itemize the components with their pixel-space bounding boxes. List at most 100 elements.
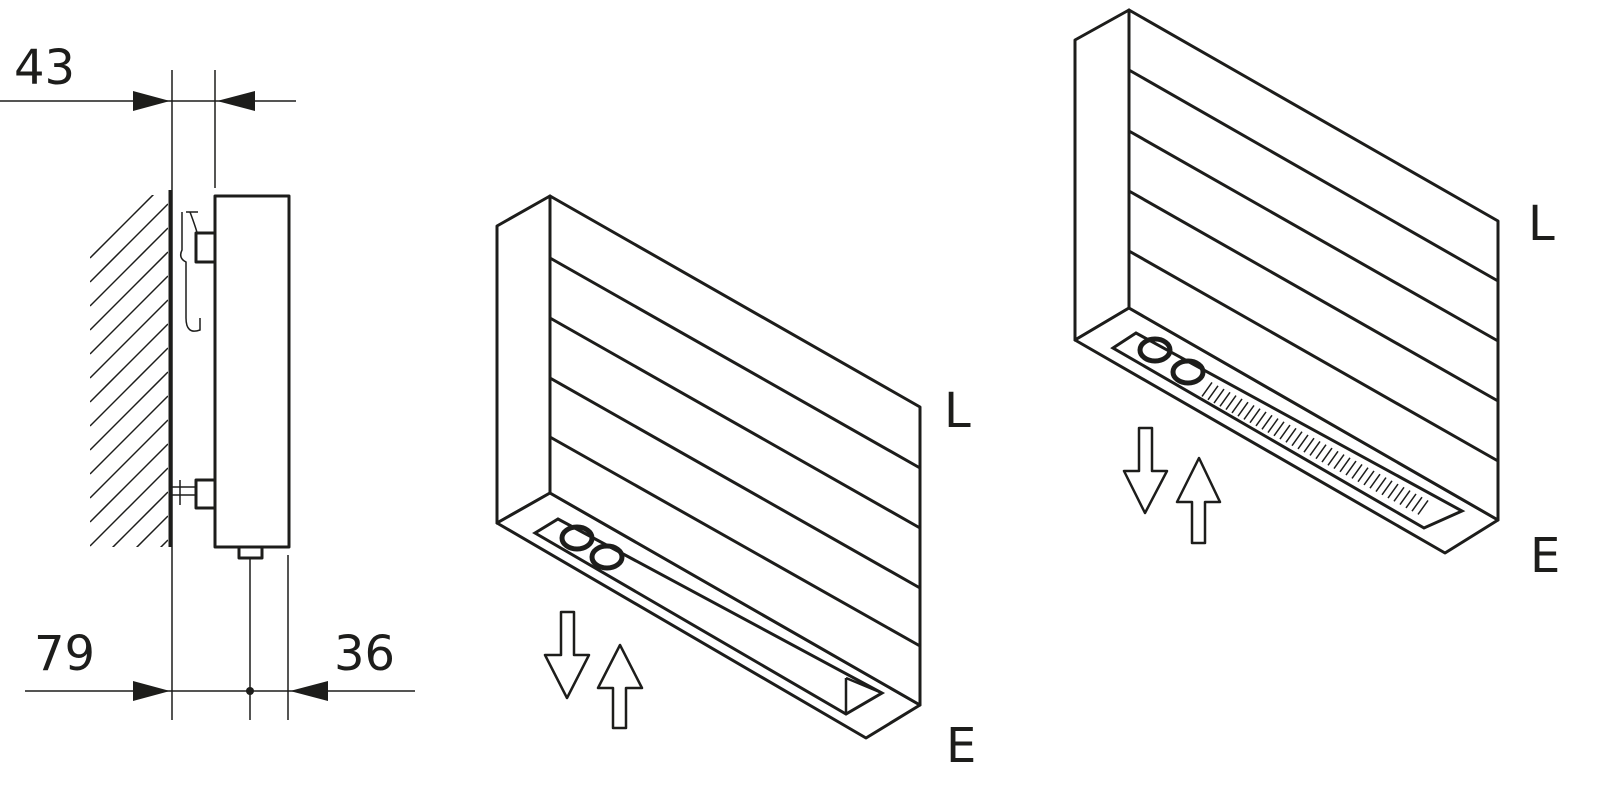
fin-line [1255,411,1267,427]
panel-stripe [1128,249,1499,463]
hatch-line [90,227,168,307]
fin-line [1291,431,1303,447]
hatch-line [90,612,168,690]
fin-line [1201,382,1213,397]
bottom-slot [1110,331,1466,530]
fin-line [1231,398,1243,414]
bottom-connection [237,545,264,560]
dim-point [246,687,254,695]
dim-79-label: 79 [34,626,95,682]
fin-line [1261,414,1273,430]
hatch-line [111,491,168,547]
fin-line [1303,437,1315,453]
hatch-line [135,515,168,547]
hatch-line [90,419,168,499]
fin-line [1381,480,1393,496]
fin-line [1351,463,1363,479]
panel-stripe [1128,189,1499,403]
fin-line [1213,388,1225,404]
fin-line [1225,395,1237,411]
fin-line [1339,457,1351,473]
label-e: E [946,718,976,774]
fin-line [1273,421,1285,437]
slot-end [844,676,883,714]
hatch-line [159,539,168,547]
fin-line [1399,490,1411,506]
fin-line [1333,454,1345,470]
panel-stripe [549,376,921,590]
panel-stripe [1128,68,1499,283]
hatch-line [90,275,168,355]
rear-model: L E [1073,8,1560,584]
convector-fins [1201,382,1429,515]
wall-bracket [179,211,201,332]
dim-43-label: 43 [14,40,75,96]
fin-line [1417,499,1429,515]
side-view: 43 79 36 [0,40,415,720]
fin-line [1327,450,1339,466]
hatch-line [90,588,168,666]
fin-line [1279,424,1291,440]
valve-connector [559,524,595,552]
panel-stripe [549,256,921,470]
hatch-line [90,564,168,642]
panel-stripe [549,316,921,530]
radiator-front-face [1127,8,1500,522]
valve-connector [1137,336,1173,364]
fin-line [1285,427,1297,443]
fin-line [1207,385,1219,401]
hatch-line [90,443,168,523]
fin-line [1411,496,1423,512]
arrow-up-icon [1175,456,1222,545]
fin-line [1369,473,1381,489]
hatch-line [90,323,168,403]
radiator-side-face [1073,8,1131,342]
arrow-up-icon [596,643,644,730]
fin-line [1375,477,1387,492]
hatch-line [90,195,155,259]
fin-line [1345,460,1357,476]
label-l: L [944,383,971,439]
fin-line [1393,486,1405,502]
fin-line [1297,434,1309,450]
hatch-line [90,347,168,427]
fin-line [1357,467,1369,483]
dim-36-label: 36 [334,626,395,682]
arrow-down-icon [543,610,591,700]
hatch-line [90,467,168,547]
valve-connector [1170,358,1206,386]
fin-line [1387,483,1399,499]
hatch-line [90,395,168,475]
arrow-right-icon [133,681,170,701]
fin-line [1405,493,1417,509]
arrow-left-icon [290,681,328,701]
panel-stripe [549,435,921,648]
radiator-front-face [548,194,922,707]
fin-line [1321,447,1333,463]
fin-line [1237,401,1249,417]
fin-line [1309,441,1321,456]
panel-stripe [1128,129,1499,343]
arrow-left-icon [217,91,255,111]
hatch-line [90,299,168,379]
front-model: L E [495,194,976,774]
bracket-bottom [194,478,217,510]
fin-line [1315,444,1327,460]
bracket-bottom-bolt [172,480,196,505]
hatch-line [90,371,168,451]
wall-hatch [90,195,168,690]
radiator-side-body [213,194,291,549]
bracket-top [194,231,217,264]
valve-connector [589,543,625,571]
fin-line [1219,391,1231,407]
hatch-line [90,251,168,331]
fin-line [1267,418,1279,433]
radiator-side-face [495,194,552,525]
hatch-line [90,203,168,283]
arrow-down-icon [1122,426,1169,515]
label-e: E [1530,528,1560,584]
fin-line [1363,470,1375,486]
label-l: L [1528,196,1555,252]
arrow-right-icon [133,91,170,111]
